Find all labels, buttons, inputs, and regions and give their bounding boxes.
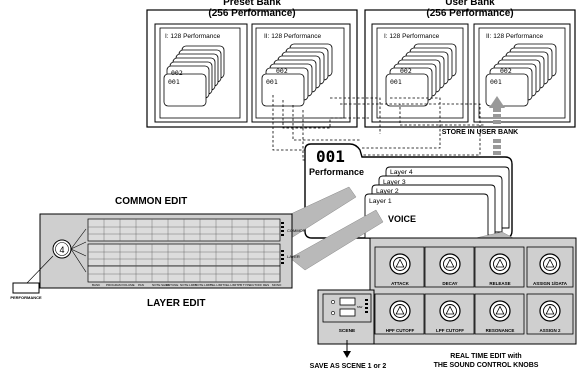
decay-knob[interactable] — [439, 253, 461, 275]
performance-label: Performance — [309, 167, 364, 177]
performance-button[interactable]: PERFORMANCE — [10, 282, 42, 300]
bottom-label: VEL LIMIT — [224, 283, 238, 287]
user-group-1: I: 128 Performance 002 001 — [371, 23, 469, 123]
assign1-label: ASSIGN 1/DATA — [533, 281, 568, 286]
layer-1-label: Layer 1 — [369, 198, 392, 205]
layer-1-card: Layer 1 — [364, 193, 489, 239]
user-bank-subtitle: (256 Performance) — [426, 8, 513, 19]
lpf-cutoff-knob[interactable] — [439, 300, 461, 322]
attack-knob[interactable] — [389, 253, 411, 275]
bottom-label: BANK — [92, 283, 100, 287]
card-number-001: 001 — [168, 78, 180, 86]
preset-bank-subtitle: (256 Performance) — [208, 8, 295, 19]
layer-rows: LAYER — [87, 243, 300, 283]
bottom-label: PAN — [138, 283, 144, 287]
lpf-cutoff-label: LPF CUTOFF — [436, 328, 464, 333]
assign2-label: ASSIGN 2 — [539, 328, 561, 333]
preset-bank: Preset Bank (256 Performance) I: 128 Per… — [146, 0, 358, 128]
preset-bank-title: Preset Bank — [223, 0, 281, 8]
preset-group-2: II: 128 Performance 002 001 — [251, 23, 351, 123]
release-label: RELEASE — [489, 281, 510, 286]
performance-button-label: PERFORMANCE — [10, 295, 42, 300]
knob-row-top: ATTACK DECAY RELEASE ASSIGN 1/DATA — [374, 246, 574, 288]
assign1-knob[interactable] — [539, 253, 561, 275]
preset-group-1-label: I: 128 Performance — [165, 33, 221, 40]
knob-row-bottom: HPF CUTOFF LPF CUTOFF RESONANCE ASSIGN 2 — [374, 293, 574, 335]
hpf-cutoff-label: HPF CUTOFF — [386, 328, 415, 333]
bottom-label: NOTE LIMIT — [180, 283, 197, 287]
user-bank: User Bank (256 Performance) I: 128 Perfo… — [364, 0, 576, 128]
user-group-2-label: II: 128 Performance — [486, 33, 543, 40]
scene-2-button[interactable] — [339, 308, 356, 317]
hpf-cutoff-knob[interactable] — [389, 300, 411, 322]
voice-label: VOICE — [388, 214, 416, 224]
store-in-user-bank-label: STORE IN USER BANK — [442, 129, 519, 136]
bottom-label: PROGRAM — [106, 283, 122, 287]
resonance-knob[interactable] — [489, 300, 511, 322]
layer-row-indicators — [281, 250, 284, 264]
resonance-label: RESONANCE — [486, 328, 515, 333]
common-row: COMMON — [87, 218, 306, 242]
card-number-001: 001 — [266, 78, 278, 86]
bottom-label: NOTE LIMIT — [195, 283, 212, 287]
common-tag: COMMON — [287, 228, 306, 233]
bottom-label: NOTE SHIFT — [152, 283, 170, 287]
real-time-edit-label: REAL TIME EDIT with — [450, 353, 521, 360]
layer-tag: LAYER — [287, 254, 300, 259]
bottom-label: RES — [263, 283, 269, 287]
knob-number: 4 — [59, 245, 64, 255]
card-number-002: 002 — [276, 67, 288, 75]
save-as-scene-label: SAVE AS SCENE 1 or 2 — [310, 363, 387, 370]
decay-label: DECAY — [442, 281, 457, 286]
preset-group-1: I: 128 Performance 002 001 — [154, 23, 248, 123]
assign2-knob[interactable] — [539, 300, 561, 322]
attack-label: ATTACK — [391, 281, 410, 286]
common-row-indicators — [281, 222, 284, 236]
scene-1-button[interactable] — [339, 297, 356, 306]
preset-group-2-label: II: 128 Performance — [264, 33, 321, 40]
card-number-001: 001 — [490, 78, 502, 86]
scene-section: MW SCENE — [322, 293, 372, 334]
card-number-002: 002 — [171, 69, 183, 77]
user-bank-title: User Bank — [445, 0, 495, 8]
edit-panel-bottom-labels: BANK PROGRAM VOLUME PAN NOTE SHIFT DETUN… — [92, 283, 282, 287]
user-group-2: II: 128 Performance 002 001 — [473, 23, 571, 123]
bottom-label: CUTOFF — [250, 283, 262, 287]
bottom-label: VOLUME — [122, 283, 135, 287]
sound-control-panel: ATTACK DECAY RELEASE ASSIGN 1/DATA HPF C… — [317, 237, 577, 345]
bottom-label: DETUNE — [166, 283, 178, 287]
card-number-002: 002 — [400, 67, 412, 75]
user-group-1-label: I: 128 Performance — [384, 33, 440, 40]
card-number-001: 001 — [390, 78, 402, 86]
scene-label: SCENE — [339, 328, 356, 334]
real-time-edit-sublabel: THE SOUND CONTROL KNOBS — [434, 362, 539, 369]
common-edit-label: COMMON EDIT — [115, 196, 187, 207]
performance-card: 001 Performance Layer 4 Layer 3 Layer 2 … — [304, 143, 513, 239]
layer-stack: Layer 4 Layer 3 Layer 2 Layer 1 VOICE — [364, 166, 510, 239]
release-knob[interactable] — [489, 253, 511, 275]
scene-mark: MW — [357, 305, 362, 309]
bottom-label: PB TYPE — [238, 283, 251, 287]
layer-edit-label: LAYER EDIT — [147, 298, 206, 309]
layer-2-label: Layer 2 — [376, 188, 399, 195]
layer-selector-knob[interactable]: 4 — [52, 228, 87, 273]
save-arrow — [343, 340, 351, 358]
bottom-label: MONO — [272, 283, 282, 287]
layer-3-label: Layer 3 — [383, 179, 406, 186]
store-arrow — [489, 96, 505, 155]
card-number-002: 002 — [500, 67, 512, 75]
edit-panel: COMMON LAYER BANK — [26, 213, 306, 289]
performance-number: 001 — [316, 147, 345, 166]
layer-4-label: Layer 4 — [390, 169, 413, 176]
bottom-label: VEL LIMIT — [210, 283, 224, 287]
